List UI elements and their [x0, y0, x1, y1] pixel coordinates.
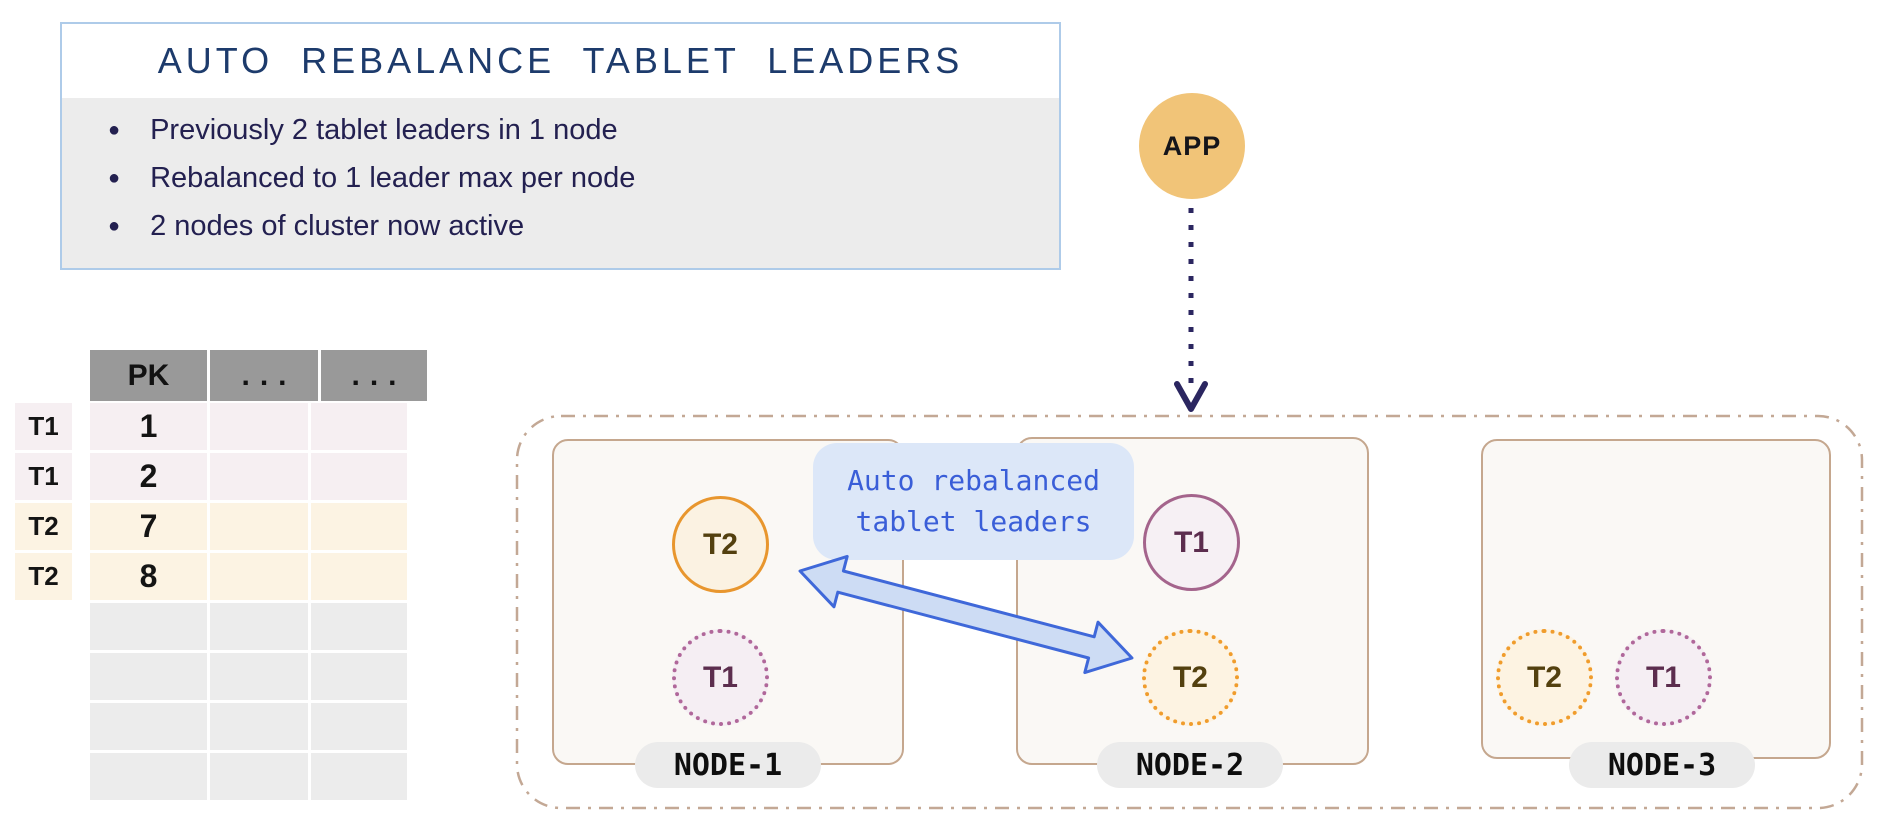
- empty-cell: [210, 503, 308, 550]
- info-box: AUTO REBALANCE TABLET LEADERS Previously…: [60, 22, 1061, 270]
- empty-cell: [311, 453, 407, 500]
- empty-cell: [90, 653, 207, 700]
- empty-cell: [90, 753, 207, 800]
- table-row: [90, 753, 427, 800]
- empty-cell: [210, 553, 308, 600]
- bullet-item: Previously 2 tablet leaders in 1 node: [108, 114, 1059, 147]
- empty-cell: [210, 603, 308, 650]
- tablet-row-label: T2: [15, 503, 72, 550]
- tablet-t1-follower-node3: T1: [1615, 629, 1712, 726]
- tablet-label-column: T1 T1 T2 T2: [15, 403, 72, 600]
- empty-cell: [311, 603, 407, 650]
- rebalance-callout: Auto rebalanced tablet leaders: [813, 443, 1134, 560]
- pk-cell: 1: [90, 403, 207, 450]
- tablet-row-label: T1: [15, 453, 72, 500]
- tablet-t2-follower-node3: T2: [1496, 629, 1593, 726]
- table-header-row: PK ... ...: [90, 350, 427, 401]
- tablet-t1-follower-node1: T1: [672, 629, 769, 726]
- pk-cell: 7: [90, 503, 207, 550]
- table-row: 1: [90, 403, 427, 450]
- header-cell-ellipsis: ...: [210, 350, 318, 401]
- table-row: [90, 653, 427, 700]
- empty-cell: [210, 653, 308, 700]
- empty-cell: [311, 503, 407, 550]
- tablet-t2-leader-node1: T2: [672, 496, 769, 593]
- bullet-item: 2 nodes of cluster now active: [108, 210, 1059, 243]
- header-cell-pk: PK: [90, 350, 207, 401]
- node-label-3: NODE-3: [1569, 742, 1755, 788]
- bullet-item: Rebalanced to 1 leader max per node: [108, 162, 1059, 195]
- empty-cell: [210, 753, 308, 800]
- info-box-title: AUTO REBALANCE TABLET LEADERS: [157, 40, 964, 81]
- callout-line: tablet leaders: [855, 504, 1092, 538]
- tablet-t1-leader-node2: T1: [1143, 494, 1240, 591]
- table-row: 2: [90, 453, 427, 500]
- table-row: [90, 603, 427, 650]
- empty-cell: [210, 703, 308, 750]
- app-to-cluster-arrowhead: [1174, 381, 1208, 412]
- shard-table: PK ... ... 1 2 7 8: [90, 350, 427, 803]
- empty-cell: [210, 453, 308, 500]
- node-label-1: NODE-1: [635, 742, 821, 788]
- table-row: 7: [90, 503, 427, 550]
- empty-cell: [210, 403, 308, 450]
- empty-cell: [90, 603, 207, 650]
- empty-cell: [311, 653, 407, 700]
- empty-cell: [311, 753, 407, 800]
- tablet-row-label: T2: [15, 553, 72, 600]
- app-label: APP: [1162, 130, 1222, 161]
- info-box-bullet-list: Previously 2 tablet leaders in 1 node Re…: [62, 98, 1059, 268]
- callout-line: Auto rebalanced: [847, 463, 1100, 497]
- table-row: [90, 703, 427, 750]
- table-row: 8: [90, 553, 427, 600]
- tablet-t2-follower-node2: T2: [1142, 629, 1239, 726]
- pk-cell: 8: [90, 553, 207, 600]
- node-label-2: NODE-2: [1097, 742, 1283, 788]
- header-cell-ellipsis: ...: [321, 350, 427, 401]
- empty-cell: [311, 403, 407, 450]
- pk-cell: 2: [90, 453, 207, 500]
- empty-cell: [311, 553, 407, 600]
- empty-cell: [90, 703, 207, 750]
- empty-cell: [311, 703, 407, 750]
- app-circle: APP: [1139, 93, 1245, 199]
- tablet-row-label: T1: [15, 403, 72, 450]
